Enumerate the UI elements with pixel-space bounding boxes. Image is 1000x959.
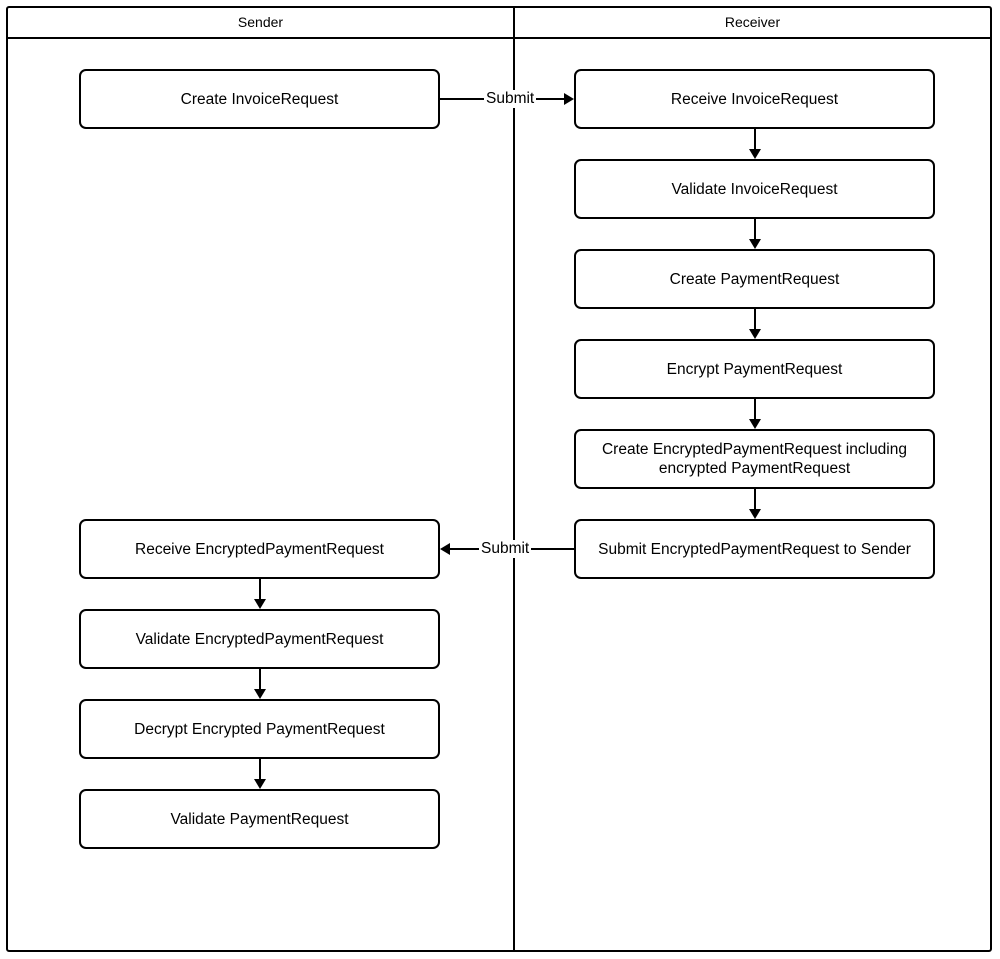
edge-decrypt-to-validate-paymentrequest-line xyxy=(259,759,261,781)
lane-header-receiver: Receiver xyxy=(724,14,781,30)
swimlane-header-divider xyxy=(6,37,992,39)
edge-submit-encryptedpaymentrequest-arrowhead xyxy=(440,543,450,555)
edge-validate-invoicerequest-to-create-paymentrequest-line xyxy=(754,219,756,241)
edge-create-to-encrypt-paymentrequest-line xyxy=(754,309,756,331)
edge-encrypt-to-create-encryptedpaymentrequest-arrowhead xyxy=(749,419,761,429)
edge-label-submit-encryptedpaymentrequest: Submit xyxy=(479,540,532,558)
node-create-invoicerequest[interactable]: Create InvoiceRequest xyxy=(79,69,440,129)
lane-header-sender: Sender xyxy=(237,14,284,30)
edge-validate-to-decrypt-encryptedpaymentrequest-line xyxy=(259,669,261,691)
node-receive-encryptedpaymentrequest[interactable]: Receive EncryptedPaymentRequest xyxy=(79,519,440,579)
node-create-encryptedpaymentrequest[interactable]: Create EncryptedPaymentRequest including… xyxy=(574,429,935,489)
edge-receive-to-validate-invoicerequest-line xyxy=(754,129,756,151)
edge-create-to-submit-encryptedpaymentrequest-line xyxy=(754,489,756,511)
edge-decrypt-to-validate-paymentrequest-arrowhead xyxy=(254,779,266,789)
node-submit-encryptedpaymentrequest-to-sender[interactable]: Submit EncryptedPaymentRequest to Sender xyxy=(574,519,935,579)
node-encrypt-paymentrequest[interactable]: Encrypt PaymentRequest xyxy=(574,339,935,399)
edge-receive-to-validate-invoicerequest-arrowhead xyxy=(749,149,761,159)
node-validate-paymentrequest[interactable]: Validate PaymentRequest xyxy=(79,789,440,849)
edge-encrypt-to-create-encryptedpaymentrequest-line xyxy=(754,399,756,421)
edge-validate-invoicerequest-to-create-paymentrequest-arrowhead xyxy=(749,239,761,249)
node-create-paymentrequest[interactable]: Create PaymentRequest xyxy=(574,249,935,309)
edge-create-to-encrypt-paymentrequest-arrowhead xyxy=(749,329,761,339)
node-validate-encryptedpaymentrequest[interactable]: Validate EncryptedPaymentRequest xyxy=(79,609,440,669)
node-decrypt-encrypted-paymentrequest[interactable]: Decrypt Encrypted PaymentRequest xyxy=(79,699,440,759)
edge-label-submit-invoicerequest: Submit xyxy=(484,90,537,108)
swimlane-vertical-divider xyxy=(513,6,515,952)
edge-submit-invoicerequest-arrowhead xyxy=(564,93,574,105)
edge-create-to-submit-encryptedpaymentrequest-arrowhead xyxy=(749,509,761,519)
edge-receive-to-validate-encryptedpaymentrequest-arrowhead xyxy=(254,599,266,609)
node-validate-invoicerequest[interactable]: Validate InvoiceRequest xyxy=(574,159,935,219)
edge-validate-to-decrypt-encryptedpaymentrequest-arrowhead xyxy=(254,689,266,699)
node-receive-invoicerequest[interactable]: Receive InvoiceRequest xyxy=(574,69,935,129)
edge-receive-to-validate-encryptedpaymentrequest-line xyxy=(259,579,261,601)
